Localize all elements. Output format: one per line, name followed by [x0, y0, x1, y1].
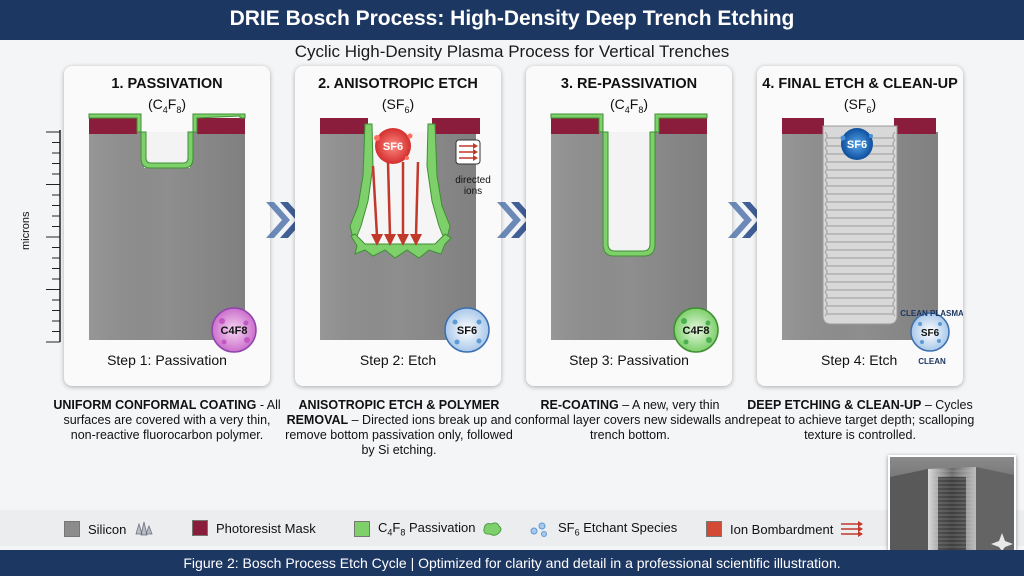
step-card-1: C4F8 1. PASSIVATION (C4F8) Step 1: Passi…: [64, 66, 270, 386]
step-description-4: DEEP ETCHING & CLEAN-UP – Cycles repeat …: [745, 398, 975, 442]
sf6-cloud-icon: [375, 128, 411, 164]
crystal-icon: [135, 521, 153, 536]
svg-text:SF6: SF6: [921, 328, 940, 339]
svg-text:SF6: SF6: [847, 139, 867, 151]
svg-text:directed: directed: [455, 175, 491, 186]
figure-caption: Figure 2: Bosch Process Etch Cycle | Opt…: [183, 555, 841, 571]
step-caption: Step 1: Passivation: [107, 352, 227, 368]
step-formula: (SF6): [843, 96, 877, 115]
step-description-1: UNIFORM CONFORMAL COATING - All surfaces…: [53, 398, 281, 442]
photoresist-swatch: [192, 520, 208, 536]
footer-bar: [0, 550, 1024, 576]
svg-text:C4F8: C4F8: [683, 325, 710, 337]
passivation-label: C4F8 Passivation: [378, 520, 476, 538]
legend: Silicon Photoresist Mask C4F8 Passivatio…: [0, 510, 1024, 546]
legend-item-passivation: C4F8 Passivation: [354, 520, 503, 538]
micron-ruler: [46, 130, 61, 343]
step1-diagram: C4F8: [88, 113, 257, 353]
step-title: 3. RE-PASSIVATION: [560, 76, 698, 92]
sf6-cloud-icon: [841, 128, 873, 160]
step-description-3: RE-COATING – A new, very thin conformal …: [514, 398, 746, 442]
step-title: 4. FINAL ETCH & CLEAN-UP: [762, 76, 958, 92]
legend-item-silicon: Silicon: [64, 520, 154, 538]
svg-text:SF6: SF6: [383, 141, 403, 153]
step4-diagram: SF6 SF6 CLEAN PLASMA CLEAN: [782, 118, 963, 366]
step3-diagram: C4F8: [550, 113, 719, 353]
polymer-blob-icon: [483, 522, 502, 536]
badge-label: C4F8: [221, 325, 248, 337]
ion-arrows-icon: [841, 521, 864, 537]
step-description-2: ANISOTROPIC ETCH & POLYMER REMOVAL – Dir…: [285, 398, 513, 457]
legend-item-ion: Ion Bombardment: [706, 520, 865, 538]
step-title: 2. ANISOTROPIC ETCH: [318, 76, 478, 92]
step-card-3: C4F8 3. RE-PASSIVATION (C4F8) Step 3: Pa…: [526, 66, 732, 386]
svg-text:CLEAN PLASMA: CLEAN PLASMA: [900, 309, 963, 318]
svg-text:ions: ions: [464, 186, 482, 197]
page-title: DRIE Bosch Process: High-Density Deep Tr…: [229, 7, 795, 30]
header-bar: [0, 0, 1024, 40]
sem-micrograph-image: [888, 455, 1016, 553]
step-title: 1. PASSIVATION: [111, 76, 223, 92]
step-caption: Step 4: Etch: [821, 352, 898, 368]
sf6-species-icon: [530, 522, 547, 537]
axis-label: microns: [20, 211, 32, 250]
sf6-label: SF6 Etchant Species: [558, 520, 678, 538]
step-formula: (C4F8): [147, 96, 187, 115]
legend-item-photoresist: Photoresist Mask: [192, 520, 316, 536]
ion-swatch: [706, 521, 722, 537]
silicon-swatch: [64, 521, 80, 537]
step-card-4: SF6 SF6 CLEAN PLASMA CLEAN 4. FINAL ETCH…: [757, 66, 963, 386]
svg-text:SF6: SF6: [457, 325, 477, 337]
step-formula: (C4F8): [609, 96, 649, 115]
step-caption: Step 3: Passivation: [569, 352, 689, 368]
page-subtitle: Cyclic High-Density Plasma Process for V…: [294, 42, 730, 61]
step-card-2: SF6 directed ions SF6 2. ANISOTROPIC ETC…: [295, 66, 501, 386]
step-formula: (SF6): [381, 96, 415, 115]
legend-item-sf6: SF6 Etchant Species: [528, 520, 677, 538]
step-caption: Step 2: Etch: [359, 352, 437, 368]
svg-text:CLEAN: CLEAN: [918, 357, 946, 366]
step2-diagram: SF6 directed ions SF6: [320, 118, 491, 353]
passivation-swatch: [354, 521, 370, 537]
